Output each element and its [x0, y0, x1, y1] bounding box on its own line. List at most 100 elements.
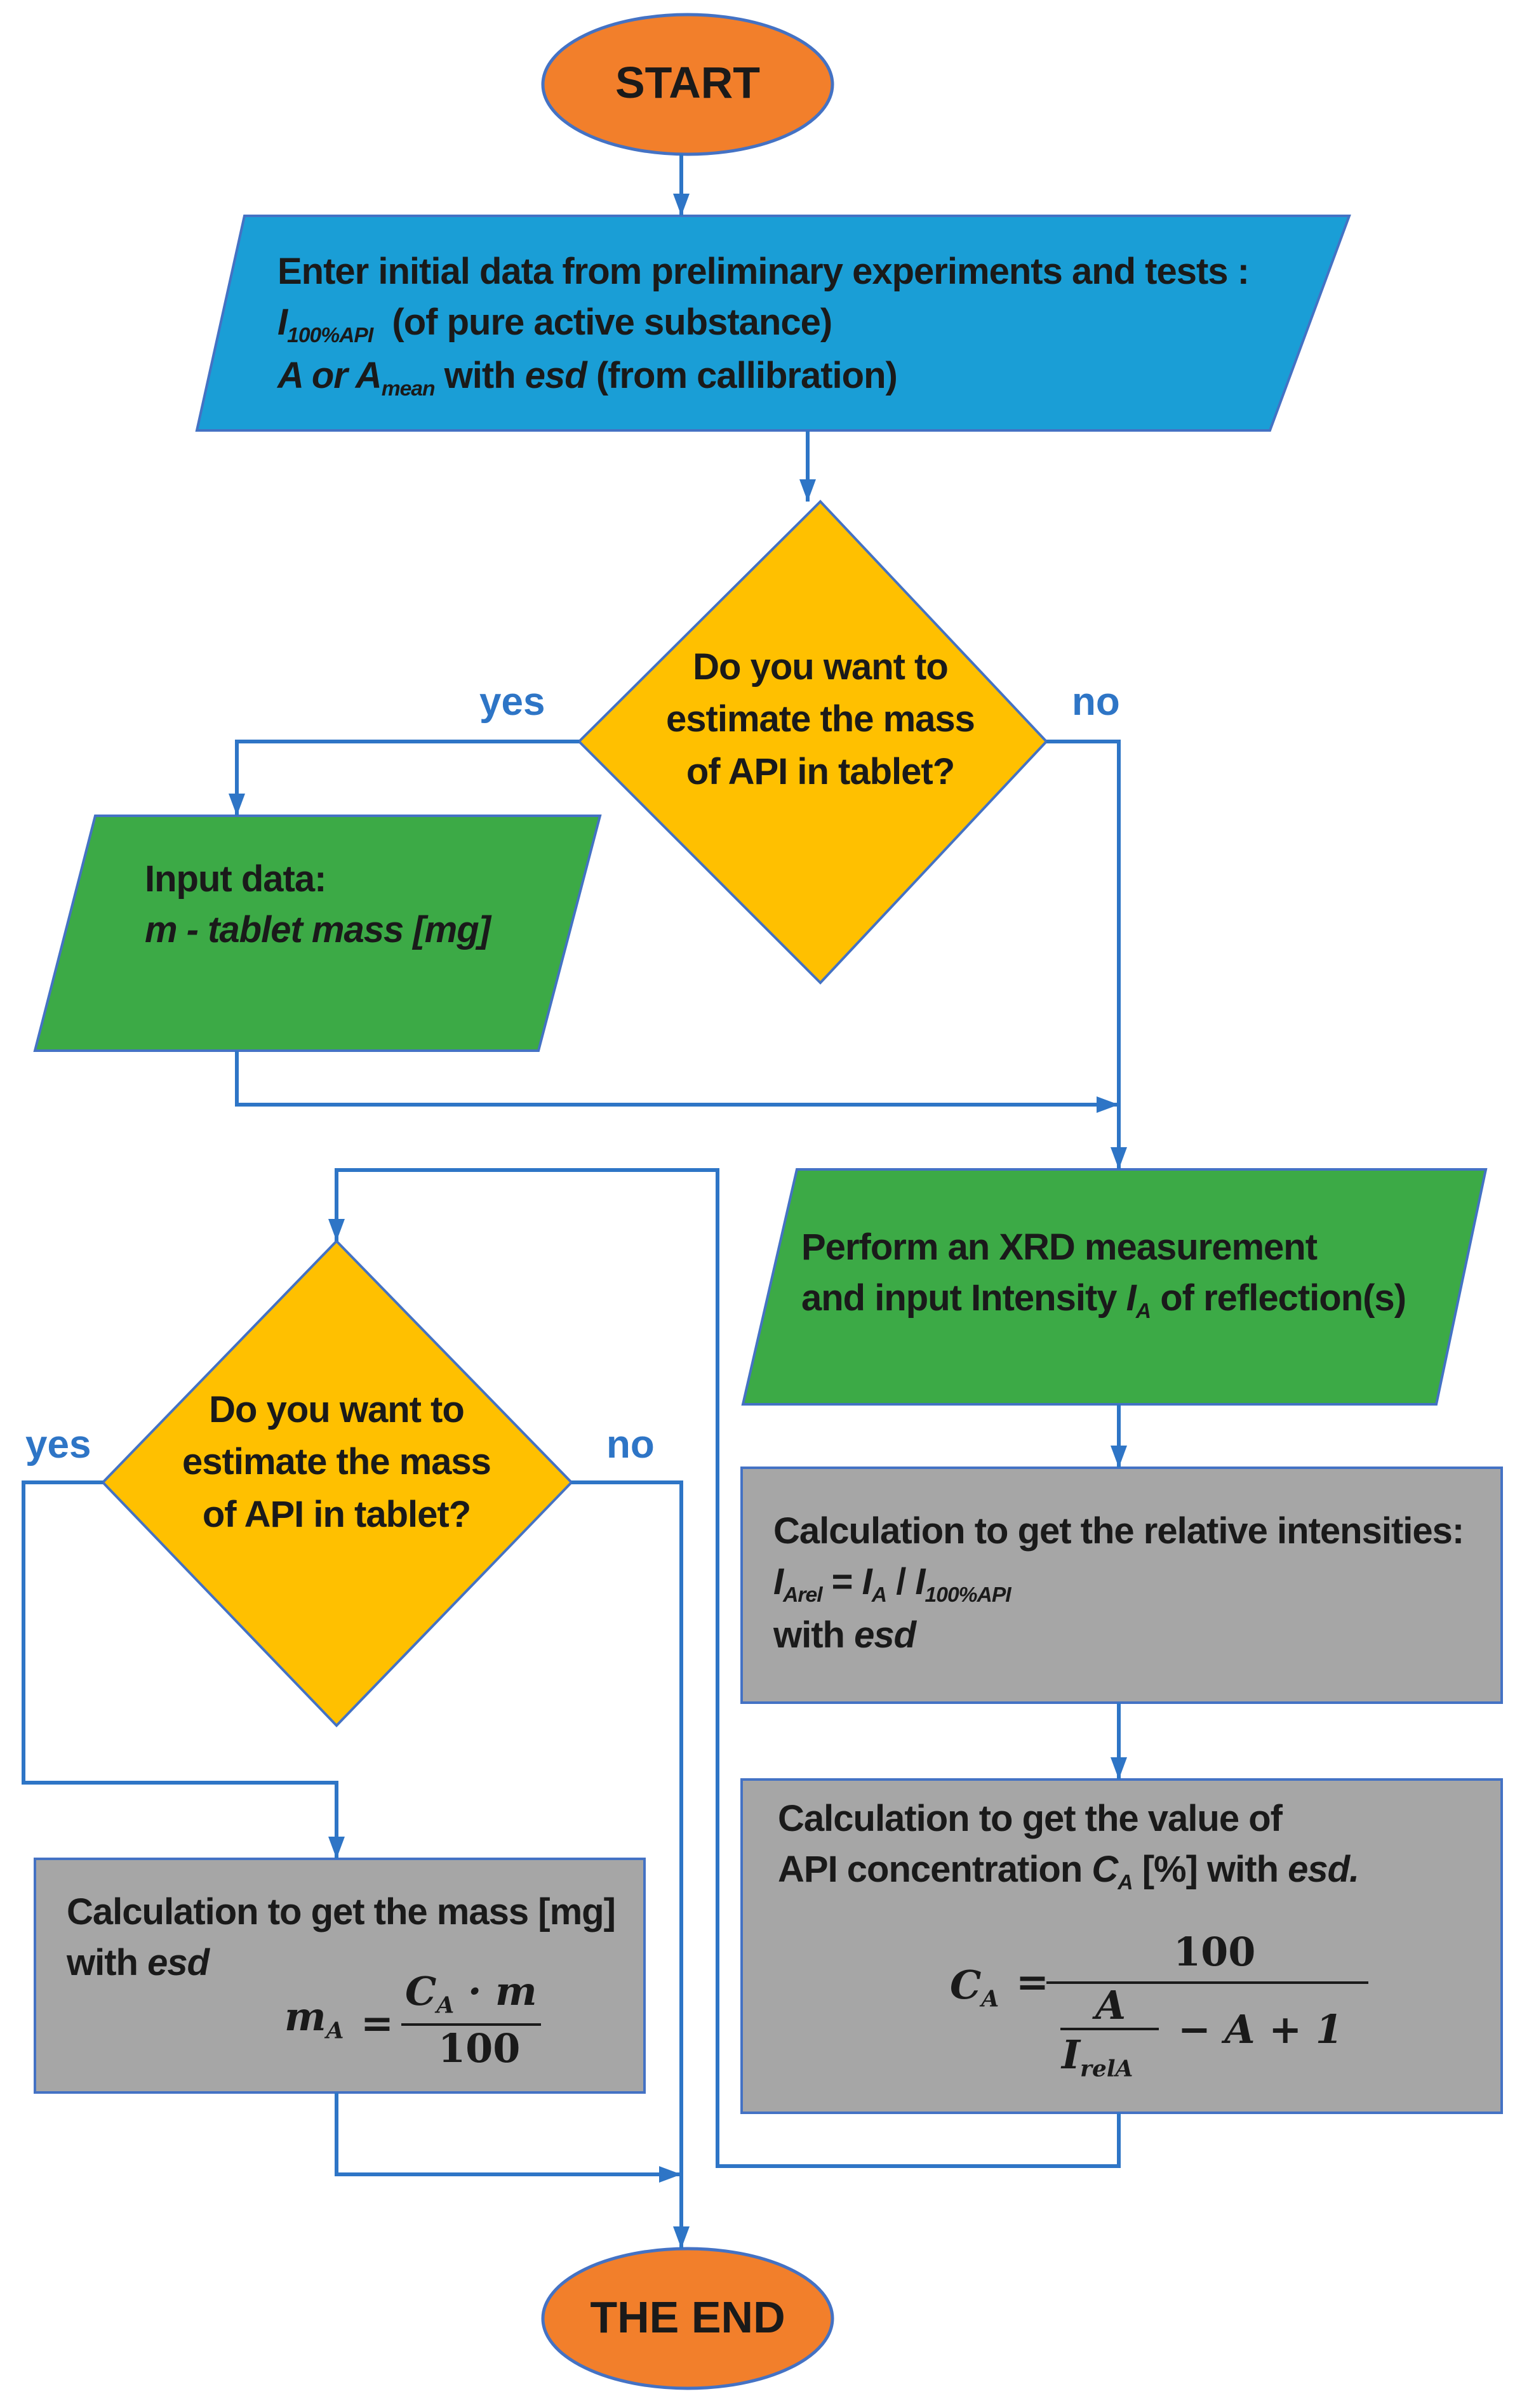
arrowhead-top-yes — [229, 794, 245, 816]
end-ellipse — [541, 2247, 834, 2390]
esd-dot-text: esd. — [1288, 1849, 1359, 1891]
input-mass-line1: Input data: — [145, 858, 326, 900]
input-mass-text: Input data: m - tablet mass [mg] — [145, 854, 491, 955]
calc-conc-line2: API concentration CA [%] with esd. — [778, 1844, 1359, 1898]
mean-subscript: mean — [381, 376, 436, 401]
calc-mass-line1: Calculation to get the mass [mg] — [67, 1891, 616, 1932]
top-decision-text: Do you want to estimate the mass of API … — [643, 641, 998, 798]
arel-subscript: Arel — [783, 1583, 822, 1607]
calc-relative-line1: Calculation to get the relative intensit… — [773, 1510, 1464, 1552]
top-decision-line2: estimate the mass — [666, 698, 975, 740]
left-decision-diamond — [101, 1239, 573, 1727]
arrow-top-yes — [235, 740, 579, 816]
slash-sign: / — [886, 1561, 916, 1603]
arrowhead-mass-merge — [1097, 1096, 1119, 1113]
conc-eq-inner-den: IrelA — [1062, 2032, 1133, 2082]
xrd-input-intensity: and input Intensity — [801, 1277, 1126, 1319]
esd-word: esd — [854, 1614, 916, 1656]
conc-eq-equals: = — [1016, 1959, 1049, 2005]
arrowhead-left-no — [673, 2226, 690, 2249]
input-mass-line2: m - tablet mass [mg] — [145, 909, 491, 951]
mass-esd-word: esd — [147, 1942, 210, 1984]
left-decision-line2: estimate the mass — [182, 1441, 491, 1483]
percent-with-text: [%] with — [1132, 1849, 1288, 1891]
arrowhead-relative-conc — [1111, 1757, 1127, 1779]
arrow-left-yes — [22, 1480, 338, 1859]
equals-sign: = — [822, 1561, 862, 1603]
top-decision-line3: of API in tablet? — [686, 750, 955, 792]
xrd-i-symbol: I — [1126, 1277, 1137, 1319]
initial-data-line2: I100%API (of pure active substance) — [277, 297, 1249, 350]
arrowhead-input-decision — [799, 479, 816, 502]
i100api-symbol: I — [915, 1561, 925, 1603]
input-mass-parallelogram — [33, 815, 602, 1052]
arrowhead-left-yes — [328, 1837, 345, 1859]
end-label: THE END — [590, 2292, 785, 2342]
esd-text: esd — [524, 355, 587, 397]
conc-eq-inner-num: A — [1095, 1982, 1126, 2028]
initial-data-text: Enter initial data from preliminary expe… — [277, 246, 1250, 404]
conc-eq-numerator: 100 — [1173, 1929, 1256, 1975]
calc-relative-line3: with esd — [773, 1610, 1464, 1661]
arrow-conc-loop — [335, 1168, 1121, 2168]
a-subscript: A — [871, 1583, 887, 1607]
ca-subscript: A — [1118, 1870, 1133, 1894]
top-decision-diamond — [577, 500, 1048, 985]
100api-subscript: 100%API — [925, 1583, 1011, 1607]
iarel-symbol: I — [773, 1561, 784, 1603]
conc-eq-lhs: CA — [950, 1962, 999, 2012]
xrd-line2: and input Intensity IA of reflection(s) — [801, 1273, 1406, 1326]
arrowhead-xrd-relative — [1111, 1446, 1127, 1468]
calc-concentration-box — [740, 1778, 1503, 2114]
xrd-line1: Perform an XRD measurement — [801, 1227, 1318, 1268]
arrowhead-top-no — [1111, 1147, 1127, 1169]
calc-relative-box — [740, 1467, 1503, 1704]
top-decision-line1: Do you want to — [693, 646, 949, 688]
api-concentration-text: API concentration — [778, 1849, 1092, 1891]
left-yes-label: yes — [25, 1423, 91, 1467]
left-decision-line3: of API in tablet? — [202, 1493, 471, 1535]
start-label: START — [615, 58, 761, 107]
xrd-parallelogram — [741, 1168, 1488, 1406]
ca-symbol: C — [1091, 1849, 1118, 1891]
i100-subscript: 100%API — [287, 323, 373, 347]
arrow-left-no — [571, 1480, 683, 2249]
initial-data-line1: Enter initial data from preliminary expe… — [277, 251, 1250, 292]
left-no-label: no — [606, 1423, 655, 1467]
arrowhead-start-input — [673, 194, 690, 216]
xrd-i-subscript: A — [1135, 1299, 1151, 1323]
mass-eq-lhs: mA — [284, 1993, 344, 2044]
arrow-mass-merge — [235, 1051, 1119, 1107]
i100-symbol: I — [277, 302, 288, 343]
ia-symbol: I — [862, 1561, 872, 1603]
arrow-mass-to-end — [335, 2092, 681, 2176]
with-text: with — [434, 355, 525, 397]
initial-data-parallelogram — [195, 215, 1351, 432]
initial-data-line3: A or Amean with esd (from callibration) — [277, 350, 1249, 404]
left-decision-line1: Do you want to — [209, 1389, 465, 1430]
arrow-top-no — [1046, 740, 1121, 1169]
calc-relative-text: Calculation to get the relative intensit… — [773, 1506, 1464, 1661]
calc-conc-line1: Calculation to get the value of — [778, 1798, 1283, 1839]
top-no-label: no — [1072, 680, 1120, 724]
a-or-amean: A or A — [277, 355, 382, 397]
calc-mass-line2: with esd — [67, 1938, 615, 1988]
mass-eq-denominator: 100 — [438, 2025, 521, 2072]
pure-substance-text: (of pure active substance) — [392, 302, 832, 343]
start-ellipse — [541, 13, 834, 156]
mass-with-word: with — [67, 1942, 148, 1984]
calc-relative-formula: IArel = IA / I100%API — [773, 1557, 1464, 1610]
top-yes-label: yes — [479, 680, 545, 724]
calc-conc-text: Calculation to get the value of API conc… — [778, 1793, 1359, 1898]
with-word: with — [773, 1614, 855, 1656]
arrowhead-loop — [328, 1219, 345, 1241]
mass-eq-equals: = — [361, 2000, 394, 2046]
xrd-of-reflection: of reflection(s) — [1151, 1277, 1406, 1319]
mass-eq-numerator: CA · m — [405, 1968, 537, 2019]
left-decision-text: Do you want to estimate the mass of API … — [159, 1384, 514, 1541]
arrowhead-mass-end — [659, 2166, 681, 2183]
xrd-text: Perform an XRD measurement and input Int… — [801, 1222, 1406, 1326]
